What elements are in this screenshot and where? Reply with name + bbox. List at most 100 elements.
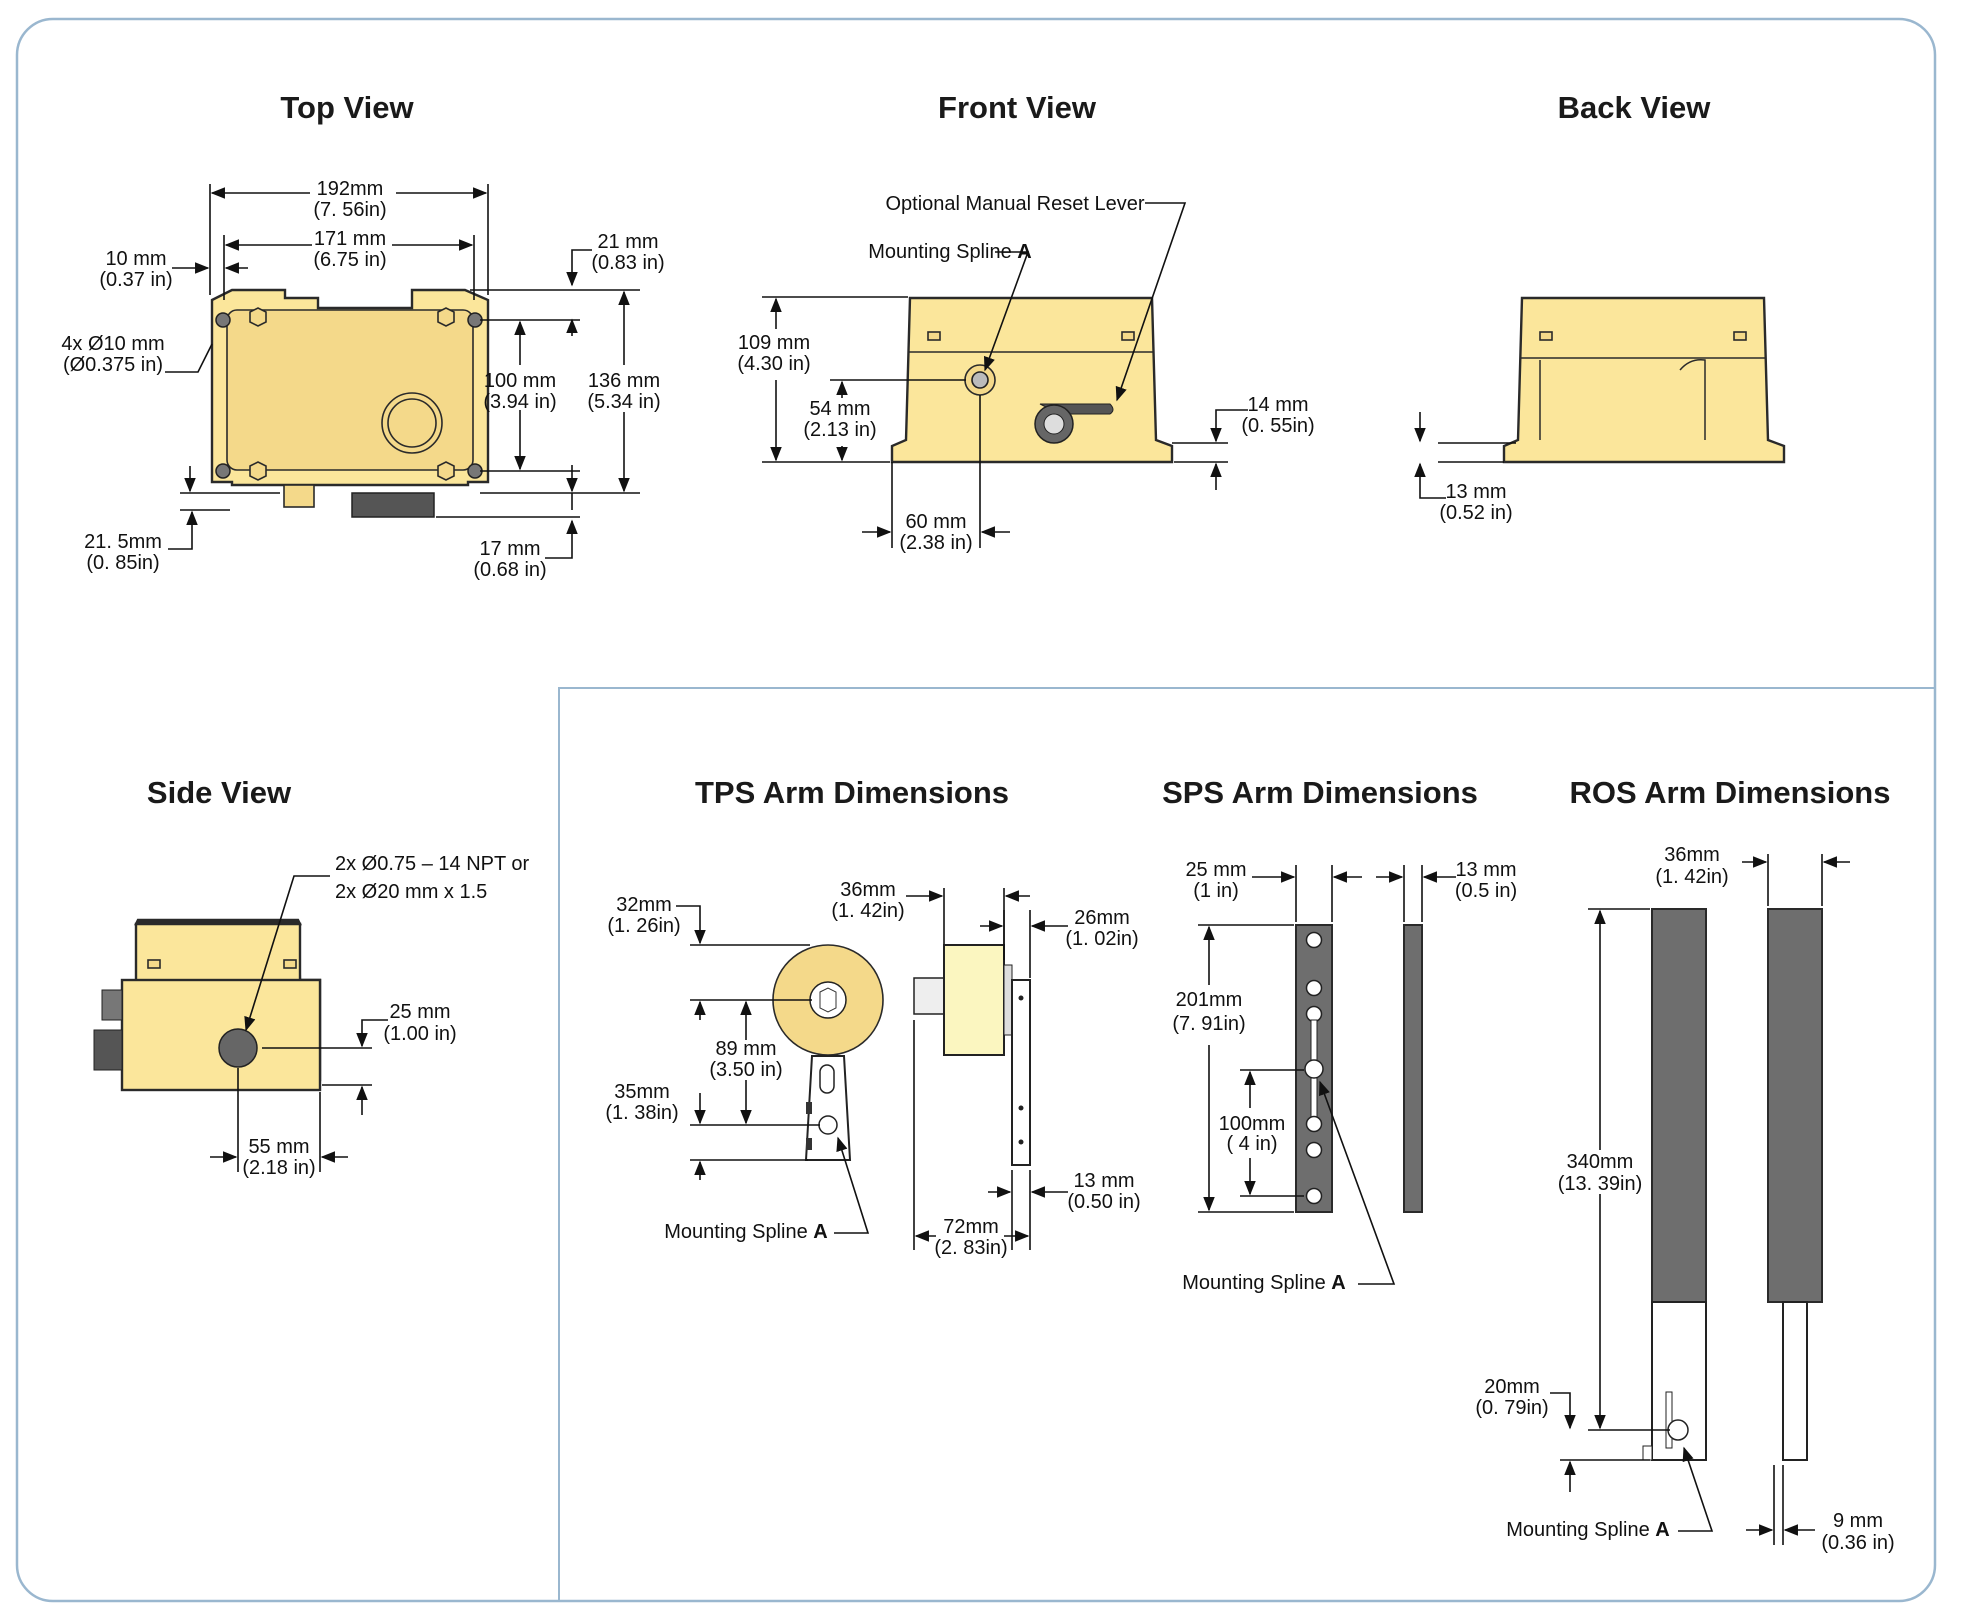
mount-hole-icon — [215, 312, 231, 328]
svg-text:171 mm: 171 mm — [314, 228, 386, 250]
svg-text:136 mm: 136 mm — [588, 370, 660, 392]
spline-icon — [1304, 1059, 1324, 1079]
svg-text:Mounting Spline A: Mounting Spline A — [664, 1221, 827, 1243]
svg-text:(1. 42in): (1. 42in) — [831, 900, 904, 922]
svg-text:4x Ø10 mm: 4x Ø10 mm — [61, 333, 164, 355]
front-view-title: Front View — [938, 90, 1097, 125]
svg-text:(1. 02in): (1. 02in) — [1065, 928, 1138, 950]
svg-text:2x Ø20 mm x 1.5: 2x Ø20 mm x 1.5 — [335, 881, 487, 903]
svg-text:(1.00 in): (1.00 in) — [383, 1023, 456, 1045]
ros-arm-face — [1651, 908, 1707, 1303]
svg-text:(6.75 in): (6.75 in) — [313, 249, 386, 271]
tps-arm-profile — [1011, 979, 1031, 1166]
svg-text:(1. 26in): (1. 26in) — [607, 915, 680, 937]
lever-stub-icon — [93, 1029, 123, 1071]
svg-text:(7. 56in): (7. 56in) — [313, 199, 386, 221]
sps-arm-face — [1295, 924, 1333, 1213]
svg-text:26mm: 26mm — [1074, 907, 1130, 929]
svg-text:340mm: 340mm — [1567, 1151, 1634, 1173]
svg-text:(2.18 in): (2.18 in) — [242, 1157, 315, 1179]
svg-text:(3.50 in): (3.50 in) — [709, 1059, 782, 1081]
svg-text:13 mm: 13 mm — [1073, 1170, 1134, 1192]
svg-text:72mm: 72mm — [943, 1216, 999, 1238]
svg-text:36mm: 36mm — [840, 879, 896, 901]
svg-text:(0.5 in): (0.5 in) — [1455, 880, 1517, 902]
svg-text:(1. 38in): (1. 38in) — [605, 1102, 678, 1124]
svg-text:25 mm: 25 mm — [1185, 859, 1246, 881]
svg-text:(1. 42in): (1. 42in) — [1655, 866, 1728, 888]
back-view: Back View 13 mm (0.52 in) — [1414, 90, 1786, 524]
spline-icon — [971, 371, 989, 389]
svg-text:36mm: 36mm — [1664, 844, 1720, 866]
conduit-hole-icon — [218, 1028, 258, 1068]
side-view-title: Side View — [147, 775, 292, 810]
tps-arm-title: TPS Arm Dimensions — [695, 775, 1009, 810]
svg-text:25 mm: 25 mm — [389, 1001, 450, 1023]
svg-text:100 mm: 100 mm — [484, 370, 556, 392]
svg-text:(0. 79in): (0. 79in) — [1475, 1397, 1548, 1419]
svg-text:21 mm: 21 mm — [597, 231, 658, 253]
front-housing — [890, 296, 1174, 464]
mount-hole-icon — [467, 463, 483, 479]
svg-text:13 mm: 13 mm — [1455, 859, 1516, 881]
svg-text:55 mm: 55 mm — [248, 1136, 309, 1158]
svg-text:109 mm: 109 mm — [738, 332, 810, 354]
side-view: Side View 2x Ø0.75 – 14 NPT or 2x Ø20 mm… — [93, 775, 530, 1179]
svg-text:(3.94 in): (3.94 in) — [483, 391, 556, 413]
svg-text:(13. 39in): (13. 39in) — [1558, 1173, 1643, 1195]
back-view-title: Back View — [1558, 90, 1712, 125]
sps-arm-view: SPS Arm Dimensions 25 mm (1 in) 13 mm (0… — [1162, 775, 1517, 1294]
svg-text:(0.36 in): (0.36 in) — [1821, 1532, 1894, 1554]
svg-text:32mm: 32mm — [616, 894, 672, 916]
svg-text:60 mm: 60 mm — [905, 511, 966, 533]
ros-arm-edge — [1767, 908, 1823, 1303]
svg-text:(0.37 in): (0.37 in) — [99, 269, 172, 291]
svg-text:(7. 91in): (7. 91in) — [1172, 1013, 1245, 1035]
svg-text:35mm: 35mm — [614, 1081, 670, 1103]
svg-text:(2.13 in): (2.13 in) — [803, 419, 876, 441]
lower-panel-divider — [558, 687, 1935, 1601]
ros-arm-view: ROS Arm Dimensions 36mm (1. 42in) 340mm … — [1475, 775, 1894, 1554]
top-view: Top View 192mm (7. 56in) 171 mm (6.75 in… — [61, 90, 664, 581]
svg-text:(0.50 in): (0.50 in) — [1067, 1191, 1140, 1213]
svg-text:100mm: 100mm — [1219, 1113, 1286, 1135]
svg-text:(2.38 in): (2.38 in) — [899, 532, 972, 554]
svg-text:( 4 in): ( 4 in) — [1226, 1133, 1277, 1155]
ros-arm-title: ROS Arm Dimensions — [1570, 775, 1891, 810]
mount-hole-icon — [467, 312, 483, 328]
back-housing — [1502, 296, 1786, 464]
mount-hole-icon — [215, 463, 231, 479]
tps-arm-view: TPS Arm Dimensions 32mm (1. 26in) 89 mm … — [605, 775, 1140, 1259]
svg-text:192mm: 192mm — [317, 178, 384, 200]
svg-text:201mm: 201mm — [1176, 989, 1243, 1011]
svg-text:20mm: 20mm — [1484, 1376, 1540, 1398]
svg-text:(2. 83in): (2. 83in) — [934, 1237, 1007, 1259]
svg-text:2x Ø0.75 – 14 NPT or: 2x Ø0.75 – 14 NPT or — [335, 853, 530, 875]
svg-text:13 mm: 13 mm — [1445, 481, 1506, 503]
svg-text:14 mm: 14 mm — [1247, 394, 1308, 416]
svg-text:(5.34 in): (5.34 in) — [587, 391, 660, 413]
svg-text:Optional Manual Reset Lever: Optional Manual Reset Lever — [885, 193, 1144, 215]
svg-text:9 mm: 9 mm — [1833, 1510, 1883, 1532]
svg-text:(0.68 in): (0.68 in) — [473, 559, 546, 581]
sps-arm-edge — [1403, 924, 1423, 1213]
front-view: Front View Optional Manual Reset Lever M… — [737, 90, 1314, 554]
sps-arm-title: SPS Arm Dimensions — [1162, 775, 1478, 810]
top-view-title: Top View — [280, 90, 414, 125]
conduit-port-icon — [101, 989, 123, 1021]
svg-text:21. 5mm: 21. 5mm — [84, 531, 162, 553]
svg-text:(0. 85in): (0. 85in) — [86, 552, 159, 574]
svg-text:Mounting Spline A: Mounting Spline A — [1506, 1519, 1669, 1541]
svg-text:(4.30 in): (4.30 in) — [737, 353, 810, 375]
spline-icon — [1667, 1419, 1689, 1441]
svg-text:Mounting Spline A: Mounting Spline A — [1182, 1272, 1345, 1294]
outer-frame — [15, 17, 1937, 1603]
spline-icon — [818, 1115, 838, 1135]
svg-text:(0.52 in): (0.52 in) — [1439, 502, 1512, 524]
svg-text:(0.83 in): (0.83 in) — [591, 252, 664, 274]
svg-text:10 mm: 10 mm — [105, 248, 166, 270]
svg-text:17 mm: 17 mm — [479, 538, 540, 560]
svg-text:89 mm: 89 mm — [715, 1038, 776, 1060]
reset-lever-icon — [351, 492, 435, 518]
